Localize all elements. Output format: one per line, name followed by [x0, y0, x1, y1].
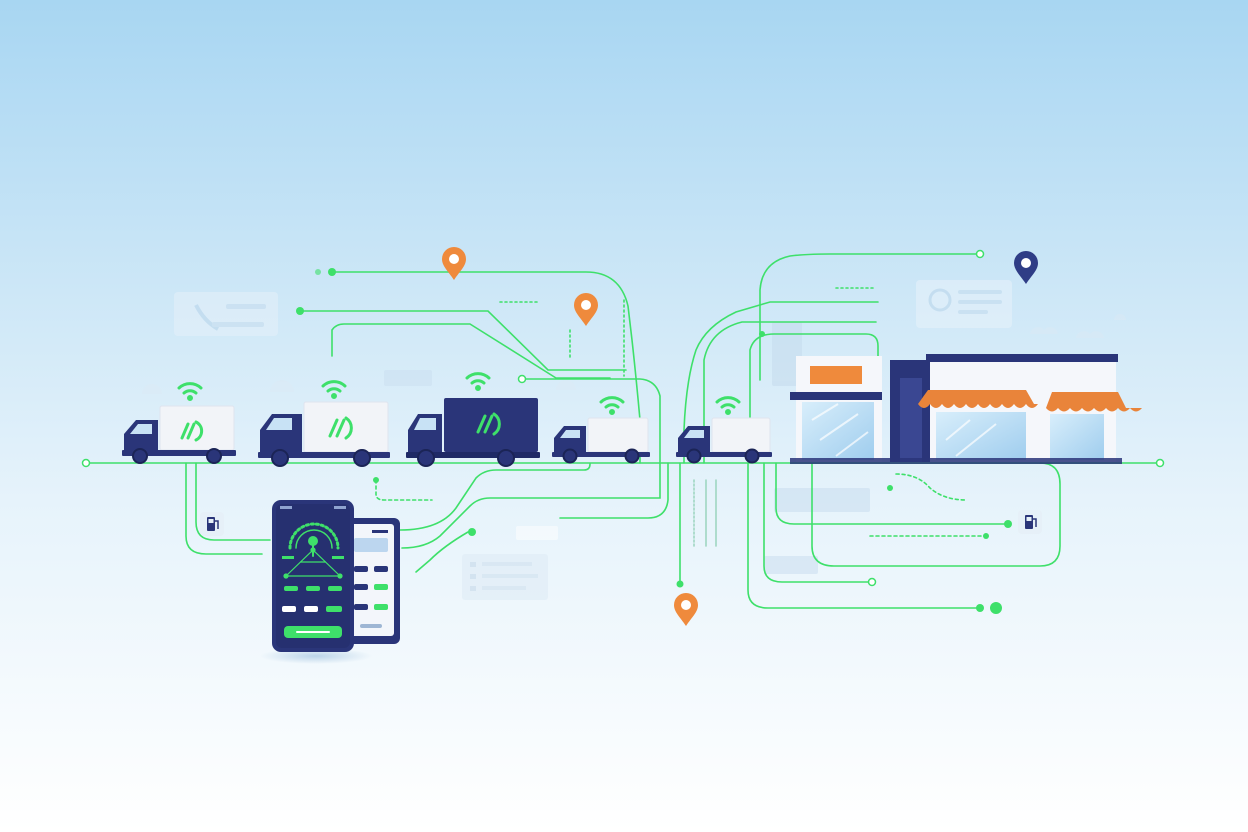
route-map-graphic [283, 547, 343, 579]
route-nodes [81, 249, 1165, 614]
truck [552, 396, 650, 464]
route-node [759, 331, 765, 337]
speedometer-gauge [288, 522, 340, 557]
wifi-icon [715, 396, 741, 415]
location-pin-icon [1014, 251, 1038, 284]
route-node [867, 577, 877, 587]
route-node [328, 268, 336, 276]
route-node [81, 458, 91, 468]
route-node [976, 604, 984, 612]
truck [258, 380, 390, 467]
brand-logo-icon [180, 420, 204, 442]
route-node [983, 533, 989, 539]
route-node [315, 269, 321, 275]
route-node [517, 374, 527, 384]
wifi-icon [599, 396, 625, 415]
route-network [85, 253, 1161, 609]
bg-card-left [174, 292, 278, 336]
wifi-icon [465, 372, 491, 391]
background-cards [142, 280, 1126, 600]
wifi-icon [177, 382, 203, 401]
wifi-icon [321, 380, 347, 399]
route-node [468, 528, 476, 536]
route-node [1004, 520, 1012, 528]
location-pin-icon [442, 247, 466, 280]
fleet-app-phone [272, 500, 354, 652]
route-node [296, 307, 304, 315]
route-node [1155, 458, 1165, 468]
fuel-pump-icon [200, 512, 224, 536]
route-node [990, 602, 1002, 614]
vehicle-status-icons [282, 606, 342, 612]
car-icon [354, 566, 388, 610]
storefront-building [790, 354, 1142, 464]
truck [676, 396, 772, 464]
route-node [676, 580, 684, 588]
secondary-device [344, 518, 400, 644]
brand-logo-icon [328, 416, 353, 440]
truck [122, 382, 236, 464]
route-node [373, 477, 379, 483]
truck [406, 372, 540, 467]
location-pin-icon [574, 293, 598, 326]
fuel-pump-icon [1018, 510, 1042, 534]
location-pin-icon [674, 593, 698, 626]
route-node [975, 249, 985, 259]
route-node [887, 485, 893, 491]
brand-logo-icon [476, 412, 501, 436]
